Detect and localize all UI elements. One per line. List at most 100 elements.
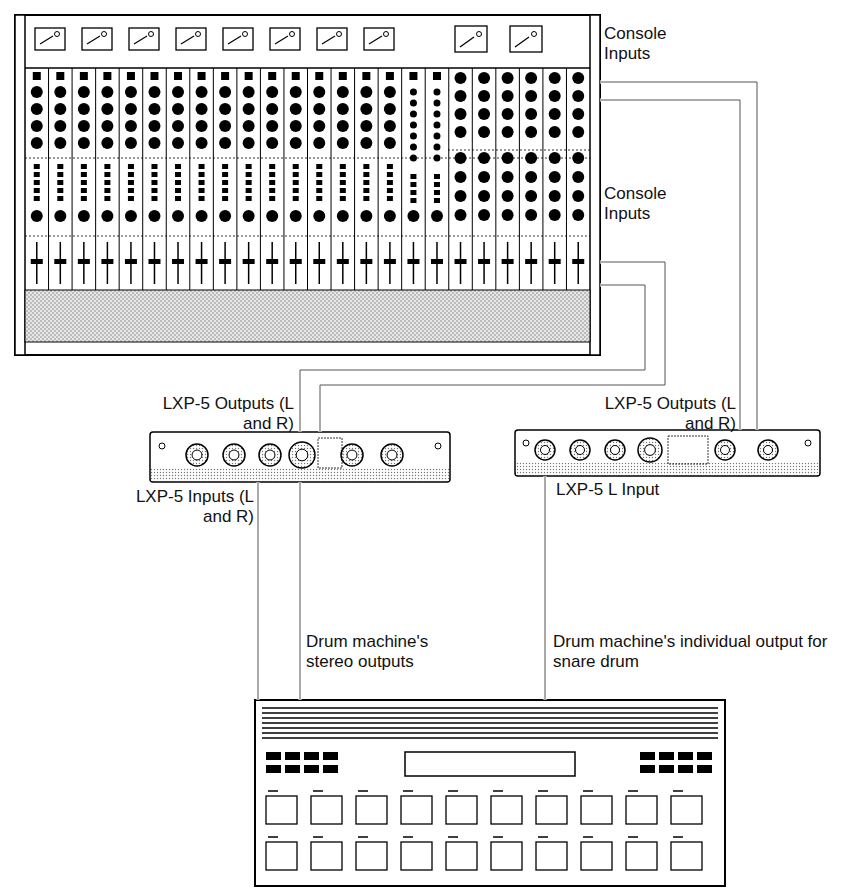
strip-divider xyxy=(213,68,214,290)
button xyxy=(387,164,393,169)
knob xyxy=(572,171,584,183)
knob xyxy=(455,126,467,138)
lxp5-knob xyxy=(186,444,208,466)
lxp5-knob-cap xyxy=(645,445,656,456)
drum-button xyxy=(659,765,674,773)
effects-unit-box: LXP-5 Outputs (L and R)LXP-5 L Input xyxy=(515,430,820,476)
fader-cap xyxy=(243,259,255,264)
strip-divider xyxy=(331,68,332,290)
knob xyxy=(101,120,113,132)
knob xyxy=(502,108,514,120)
cable-casing xyxy=(600,82,757,430)
meter xyxy=(82,28,112,50)
knob xyxy=(525,209,537,221)
button xyxy=(340,188,346,193)
button xyxy=(269,180,275,185)
pad-tick xyxy=(628,790,638,792)
button xyxy=(151,196,157,201)
button xyxy=(363,188,369,193)
pad-tick xyxy=(673,836,683,838)
meter-needle xyxy=(134,36,147,44)
knob xyxy=(549,171,561,183)
knob xyxy=(455,171,467,183)
lxp5-unit xyxy=(150,432,450,482)
knob xyxy=(410,133,417,140)
meter-needle xyxy=(275,36,288,44)
drum-pad xyxy=(266,796,297,824)
button xyxy=(34,196,40,201)
section-line xyxy=(25,158,590,159)
strip-divider xyxy=(448,68,449,290)
button xyxy=(221,72,229,80)
button xyxy=(245,72,253,80)
button xyxy=(293,188,299,193)
meter-pivot xyxy=(149,32,154,37)
drum-display xyxy=(405,752,575,776)
button xyxy=(387,172,393,177)
pad-tick xyxy=(583,790,593,792)
knob xyxy=(219,210,231,222)
knob xyxy=(360,210,372,222)
lxp5-case xyxy=(150,432,450,482)
knob xyxy=(410,89,417,96)
knob xyxy=(384,120,396,132)
button xyxy=(222,172,228,177)
button xyxy=(222,188,228,193)
grille-line xyxy=(262,712,718,713)
knob xyxy=(549,108,561,120)
strip-divider xyxy=(519,68,520,290)
drum-pad xyxy=(671,842,702,870)
knob xyxy=(384,137,396,149)
knob xyxy=(148,120,160,132)
button xyxy=(339,72,347,80)
drum-button xyxy=(266,752,281,760)
drum-pad xyxy=(266,842,297,870)
knob xyxy=(572,90,584,102)
pad-tick xyxy=(628,836,638,838)
button xyxy=(387,180,393,185)
button xyxy=(104,188,110,193)
grille-line xyxy=(262,707,718,708)
knob xyxy=(125,210,137,222)
strip-divider xyxy=(72,68,73,290)
knob xyxy=(360,120,372,132)
meter-needle xyxy=(228,36,241,44)
knob xyxy=(478,171,490,183)
button xyxy=(198,72,206,80)
mixing-console xyxy=(15,15,600,355)
knob xyxy=(148,103,160,115)
button xyxy=(151,188,157,193)
lxp5-knob xyxy=(638,438,662,462)
knob xyxy=(54,137,66,149)
fader-cap xyxy=(313,259,325,264)
button xyxy=(316,196,322,201)
pad-tick xyxy=(493,836,503,838)
knob xyxy=(384,210,396,222)
button xyxy=(269,196,275,201)
button xyxy=(127,72,135,80)
pad-tick xyxy=(358,836,368,838)
knob xyxy=(410,100,417,107)
meter-pivot xyxy=(290,32,295,37)
meter-needle xyxy=(322,36,335,44)
lxp5-led xyxy=(159,443,165,449)
meter xyxy=(510,26,542,52)
meter-pivot xyxy=(102,32,107,37)
meter-pivot xyxy=(477,32,482,37)
button xyxy=(316,188,322,193)
fader-cap xyxy=(431,259,443,264)
drum-button xyxy=(304,765,319,773)
knob xyxy=(313,86,325,98)
knob xyxy=(478,90,490,102)
knob xyxy=(243,103,255,115)
lxp5-band xyxy=(516,463,819,475)
pad-tick xyxy=(583,836,593,838)
button xyxy=(387,188,393,193)
button xyxy=(56,72,64,80)
cable-line xyxy=(600,82,757,430)
knob xyxy=(125,86,137,98)
button xyxy=(268,72,276,80)
lxp5-panel xyxy=(318,438,342,468)
knob xyxy=(31,103,43,115)
knob xyxy=(78,210,90,222)
